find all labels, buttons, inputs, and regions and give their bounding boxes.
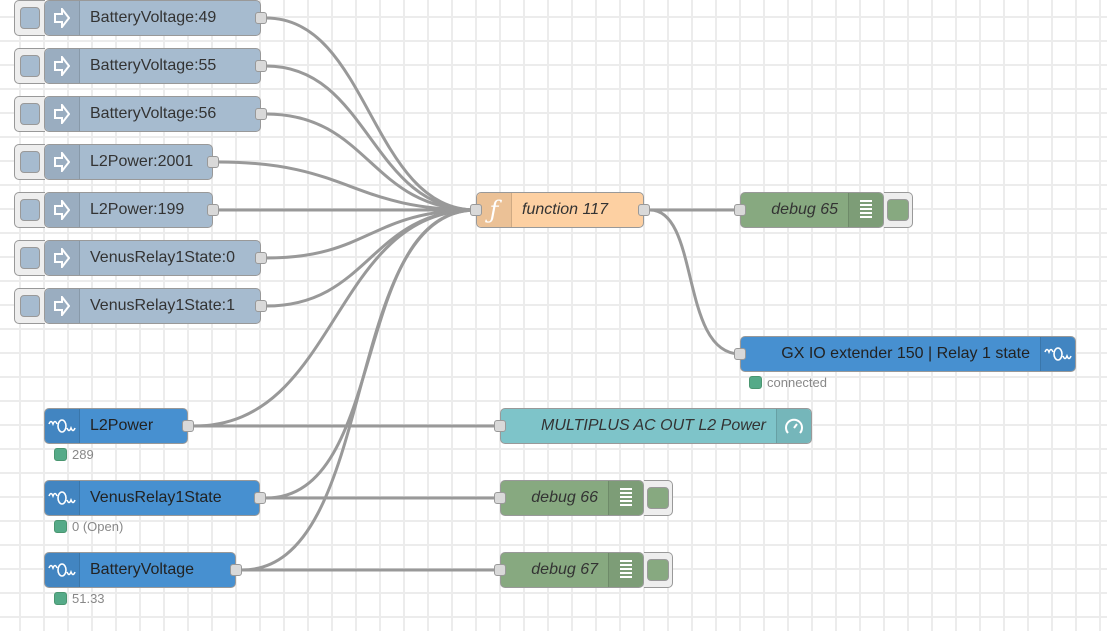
arrow-in-icon <box>45 193 80 227</box>
gauge-node[interactable]: MULTIPLUS AC OUT L2 Power <box>494 408 812 444</box>
function-icon: ƒ <box>477 193 512 227</box>
debug-list-icon <box>608 481 643 515</box>
node-label: VenusRelay1State:1 <box>90 297 235 314</box>
output-port[interactable] <box>255 108 267 120</box>
node-label: BatteryVoltage:56 <box>90 105 217 122</box>
output-port[interactable] <box>182 420 194 432</box>
arrow-in-icon <box>45 49 80 83</box>
wire[interactable] <box>265 112 477 212</box>
node-label: VenusRelay1State <box>90 489 222 506</box>
arrow-in-icon <box>45 97 80 131</box>
gauge-icon <box>776 409 811 443</box>
wire[interactable] <box>217 160 477 212</box>
node-label: VenusRelay1State:0 <box>90 249 235 266</box>
output-port[interactable] <box>230 564 242 576</box>
input-port[interactable] <box>470 204 482 216</box>
node-label: debug 66 <box>531 489 598 506</box>
node-label: L2Power:199 <box>90 201 185 218</box>
victron-icon <box>45 553 80 587</box>
input-port[interactable] <box>734 348 746 360</box>
status-indicator: 51.33 <box>54 591 105 606</box>
inject-trigger-button[interactable] <box>14 0 45 36</box>
victron-icon <box>1040 337 1075 371</box>
output-port[interactable] <box>255 60 267 72</box>
status-dot-icon <box>749 376 762 389</box>
status-text: connected <box>767 375 827 390</box>
arrow-in-icon <box>45 145 80 179</box>
status-text: 51.33 <box>72 591 105 606</box>
arrow-in-icon <box>45 289 80 323</box>
wire[interactable] <box>265 208 477 260</box>
status-dot-icon <box>54 592 67 605</box>
node-label: MULTIPLUS AC OUT L2 Power <box>541 417 766 434</box>
debug-toggle-button[interactable] <box>644 552 673 588</box>
victron-input-node[interactable]: BatteryVoltage <box>44 552 242 588</box>
inject-trigger-button[interactable] <box>14 48 45 84</box>
output-port[interactable] <box>255 252 267 264</box>
status-indicator: 289 <box>54 447 94 462</box>
node-label: BatteryVoltage:55 <box>90 57 217 74</box>
status-text: 0 (Open) <box>72 519 124 534</box>
wire[interactable] <box>265 16 477 212</box>
inject-trigger-button[interactable] <box>14 288 45 324</box>
wire[interactable] <box>265 208 477 500</box>
victron-output-node[interactable]: GX IO extender 150 | Relay 1 state <box>734 336 1076 372</box>
inject-trigger-button[interactable] <box>14 192 45 228</box>
input-port[interactable] <box>494 564 506 576</box>
victron-icon <box>45 409 80 443</box>
debug-toggle-button[interactable] <box>884 192 913 228</box>
output-port[interactable] <box>255 300 267 312</box>
victron-icon <box>45 481 80 515</box>
wire[interactable] <box>265 64 477 212</box>
function-node[interactable]: ƒ function 117 <box>470 192 650 228</box>
status-indicator: 0 (Open) <box>54 519 123 534</box>
node-label: debug 67 <box>531 561 598 578</box>
inject-trigger-button[interactable] <box>14 240 45 276</box>
status-dot-icon <box>54 448 67 461</box>
inject-trigger-button[interactable] <box>14 96 45 132</box>
input-port[interactable] <box>734 204 746 216</box>
node-label: L2Power:2001 <box>90 153 194 170</box>
debug-list-icon <box>848 193 883 227</box>
victron-input-node[interactable]: L2Power <box>44 408 194 444</box>
node-label: function 117 <box>522 201 608 218</box>
arrow-in-icon <box>45 1 80 35</box>
output-port[interactable] <box>207 204 219 216</box>
node-label: debug 65 <box>771 201 838 218</box>
wire[interactable] <box>265 208 477 308</box>
output-port[interactable] <box>255 12 267 24</box>
debug-list-icon <box>608 553 643 587</box>
node-label: BatteryVoltage:49 <box>90 9 217 26</box>
input-port[interactable] <box>494 420 506 432</box>
input-port[interactable] <box>494 492 506 504</box>
victron-input-node[interactable]: VenusRelay1State <box>44 480 266 516</box>
node-label: BatteryVoltage <box>90 561 195 578</box>
status-text: 289 <box>72 447 94 462</box>
output-port[interactable] <box>207 156 219 168</box>
output-port[interactable] <box>254 492 266 504</box>
output-port[interactable] <box>638 204 650 216</box>
node-label: L2Power <box>90 417 154 434</box>
wire[interactable] <box>649 208 741 356</box>
node-label: GX IO extender 150 | Relay 1 state <box>781 345 1030 362</box>
status-dot-icon <box>54 520 67 533</box>
inject-trigger-button[interactable] <box>14 144 45 180</box>
debug-toggle-button[interactable] <box>644 480 673 516</box>
wire[interactable] <box>241 208 477 572</box>
status-indicator: connected <box>749 375 827 390</box>
arrow-in-icon <box>45 241 80 275</box>
